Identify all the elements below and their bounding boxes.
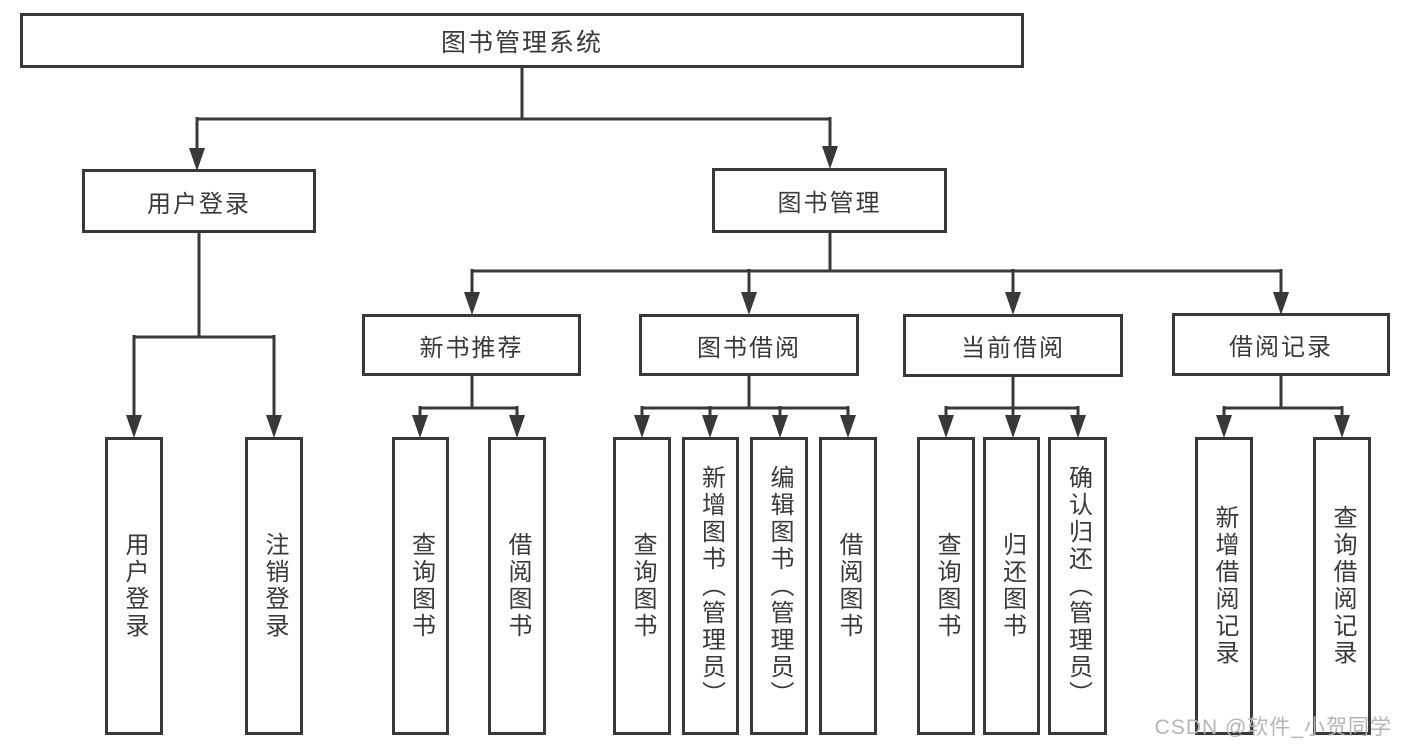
leaf-user-login-label: 用户登录 xyxy=(121,532,148,640)
node-root: 图书管理系统 xyxy=(20,13,1024,68)
leaf-query-books-borrowing-label: 查询图书 xyxy=(629,532,656,640)
node-book-borrowing-label: 图书借阅 xyxy=(697,334,801,362)
node-new-book-recommend-label: 新书推荐 xyxy=(419,334,524,362)
leaf-logout-label: 注销登录 xyxy=(261,532,288,640)
leaf-edit-books-admin-label: 编辑图书（管理员） xyxy=(766,464,793,708)
node-user-login-label: 用户登录 xyxy=(147,190,251,218)
leaf-query-books-recommend-label: 查询图书 xyxy=(407,532,435,640)
node-borrowing-records-label: 借阅记录 xyxy=(1229,334,1333,361)
leaf-borrow-books-recommend: 借阅图书 xyxy=(488,437,546,735)
leaf-add-borrow-record: 新增借阅记录 xyxy=(1195,437,1253,735)
leaf-add-books-admin: 新增图书（管理员） xyxy=(682,437,739,735)
node-current-borrowing: 当前借阅 xyxy=(903,314,1123,377)
leaf-return-books: 归还图书 xyxy=(983,437,1040,735)
leaf-add-books-admin-label: 新增图书（管理员） xyxy=(697,464,725,708)
leaf-return-books-label: 归还图书 xyxy=(998,532,1026,640)
leaf-query-books-current-label: 查询图书 xyxy=(933,532,960,640)
node-root-label: 图书管理系统 xyxy=(440,28,603,57)
leaf-confirm-return-admin: 确认归还（管理员） xyxy=(1048,437,1107,735)
leaf-logout: 注销登录 xyxy=(245,437,303,735)
leaf-borrow-books-recommend-label: 借阅图书 xyxy=(504,532,531,640)
leaf-query-borrow-record: 查询借阅记录 xyxy=(1313,437,1371,735)
node-borrowing-records: 借阅记录 xyxy=(1172,313,1390,376)
leaf-add-borrow-record-label: 新增借阅记录 xyxy=(1211,505,1238,667)
node-current-borrowing-label: 当前借阅 xyxy=(961,335,1065,362)
watermark: CSDN @软件_小贺同学 xyxy=(1154,716,1392,739)
node-book-borrowing: 图书借阅 xyxy=(639,314,859,376)
leaf-edit-books-admin: 编辑图书（管理员） xyxy=(750,437,808,735)
leaf-query-books-borrowing: 查询图书 xyxy=(613,437,671,735)
leaf-query-books-current: 查询图书 xyxy=(917,437,975,735)
leaf-query-borrow-record-label: 查询借阅记录 xyxy=(1329,505,1356,667)
node-book-management-label: 图书管理 xyxy=(777,190,882,217)
leaf-user-login: 用户登录 xyxy=(105,437,163,735)
node-book-management: 图书管理 xyxy=(712,168,947,233)
node-user-login: 用户登录 xyxy=(82,169,316,233)
leaf-borrow-books-borrowing-label: 借阅图书 xyxy=(835,532,862,640)
leaf-confirm-return-admin-label: 确认归还（管理员） xyxy=(1064,464,1092,708)
node-new-book-recommend: 新书推荐 xyxy=(362,314,581,376)
leaf-borrow-books-borrowing: 借阅图书 xyxy=(819,437,877,735)
leaf-query-books-recommend: 查询图书 xyxy=(392,437,449,735)
